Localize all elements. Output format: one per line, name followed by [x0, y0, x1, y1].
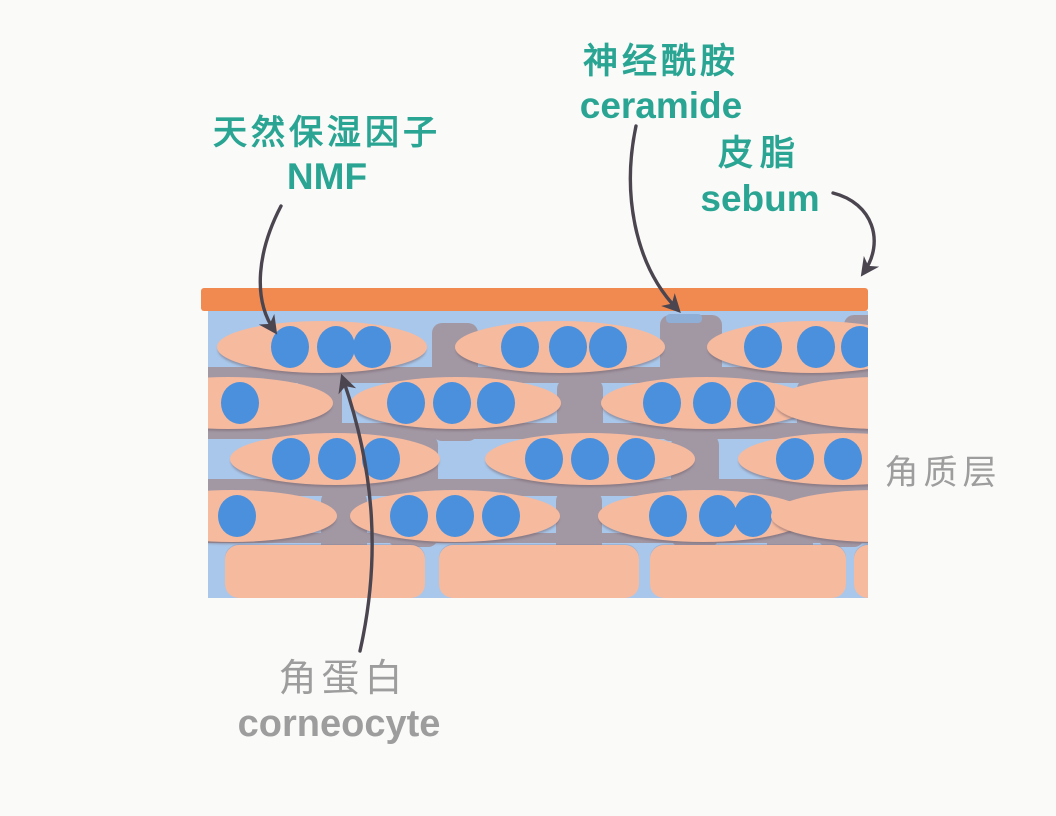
label-nmf-zh: 天然保湿因子 [213, 114, 441, 152]
sebum-layer-bar [201, 288, 868, 311]
nmf-dot [693, 382, 731, 424]
nmf-dot [589, 326, 627, 368]
basal-cell [854, 545, 868, 598]
nmf-dot [776, 438, 814, 480]
lipid-layer-strip [208, 533, 868, 543]
label-stratum-corneum: 角质层 [884, 454, 1002, 492]
label-ceramide-en: ceramide [579, 85, 743, 126]
nmf-dot [362, 438, 400, 480]
label-corneocyte-zh: 角蛋白 [278, 658, 408, 700]
basal-cell [225, 545, 425, 598]
nmf-dot [271, 326, 309, 368]
nmf-dot [734, 495, 772, 537]
lipid-matrix [208, 311, 868, 598]
nmf-dot [477, 382, 515, 424]
corneocyte-cell [775, 377, 868, 429]
label-sebum-en: sebum [700, 178, 820, 219]
ceramide-dash [666, 314, 702, 323]
nmf-dot [525, 438, 563, 480]
nmf-dot [643, 382, 681, 424]
nmf-dot [797, 326, 835, 368]
nmf-dot [737, 382, 775, 424]
nmf-dot [744, 326, 782, 368]
label-corneocyte-en: corneocyte [237, 703, 441, 745]
nmf-dot [387, 382, 425, 424]
nmf-dot [433, 382, 471, 424]
label-sebum-zh: 皮脂 [717, 134, 803, 173]
nmf-dot [617, 438, 655, 480]
basal-cell [650, 545, 846, 598]
nmf-dot [218, 495, 256, 537]
nmf-dot [841, 326, 868, 368]
nmf-dot [318, 438, 356, 480]
nmf-dot [482, 495, 520, 537]
nmf-dot [501, 326, 539, 368]
nmf-dot [649, 495, 687, 537]
nmf-dot [221, 382, 259, 424]
ceramide-arrow [628, 124, 681, 314]
nmf-dot [824, 438, 862, 480]
nmf-dot [390, 495, 428, 537]
nmf-dot [699, 495, 737, 537]
nmf-dot [353, 326, 391, 368]
label-nmf-en: NMF [286, 156, 368, 197]
nmf-dot [549, 326, 587, 368]
nmf-dot [436, 495, 474, 537]
sebum-arrow [831, 191, 880, 277]
nmf-dot [317, 326, 355, 368]
nmf-dot [272, 438, 310, 480]
basal-cell [439, 545, 639, 598]
nmf-dot [571, 438, 609, 480]
label-ceramide-zh: 神经酰胺 [582, 42, 740, 81]
